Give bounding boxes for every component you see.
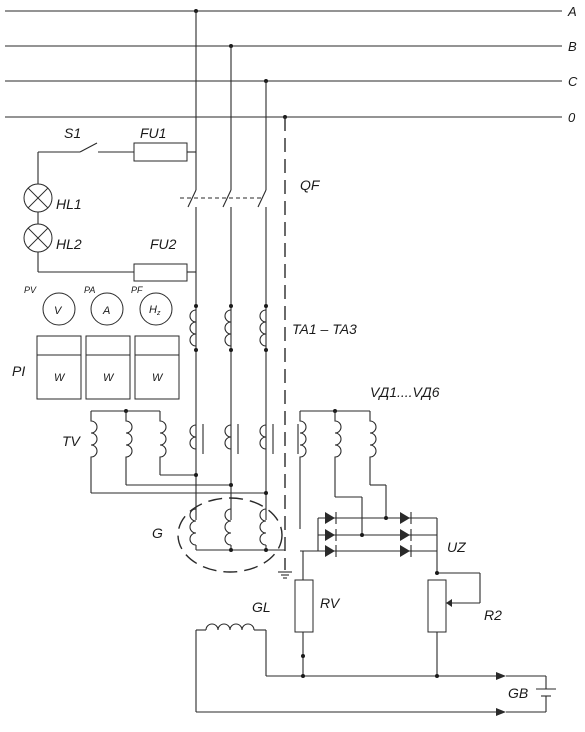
- r2-label: R2: [484, 607, 502, 623]
- voltmeter: [42, 292, 76, 326]
- diode-vd4: [400, 512, 412, 524]
- hl1-label: HL1: [56, 196, 82, 212]
- qf-blade-a: [187, 189, 197, 208]
- qf-blade-b: [222, 189, 232, 208]
- tv-label: TV: [62, 433, 82, 449]
- wattmeter-2: [85, 335, 131, 400]
- voltmeter-symbol: V: [54, 305, 63, 317]
- ct-ta3: [259, 309, 267, 347]
- busbars: A B C 0: [5, 4, 578, 125]
- qf-label: QF: [300, 177, 321, 193]
- phase-conductors: QF: [180, 11, 321, 570]
- wattmeter-3-symbol: W: [152, 372, 164, 384]
- diode-bridge-uz: UZ: [302, 512, 466, 580]
- pv-label: PV: [24, 285, 37, 295]
- wattmeter-1-symbol: W: [54, 372, 66, 384]
- fuse-fu1: [133, 142, 188, 162]
- lamp-circuit: S1 FU1 HL1 HL2 FU2: [23, 125, 196, 282]
- uz-label: UZ: [447, 539, 466, 555]
- arrow-positive: [496, 672, 506, 680]
- excitation-transformer: [189, 424, 299, 454]
- pf-label: PF: [131, 285, 143, 295]
- s1-label: S1: [64, 125, 81, 141]
- gl-label: GL: [252, 599, 271, 615]
- arrow-negative: [496, 708, 506, 716]
- bus-b-label: B: [568, 39, 577, 54]
- r2-wiper: [446, 599, 452, 607]
- pa-label: PA: [84, 285, 95, 295]
- resistor-rv: [294, 579, 314, 633]
- ct-ta2: [224, 309, 232, 347]
- wattmeter-2-symbol: W: [103, 372, 115, 384]
- wattmeter-1: [36, 335, 82, 400]
- gb-label: GB: [508, 685, 528, 701]
- fuse-fu2: [133, 263, 188, 282]
- resistor-r2: [427, 579, 447, 633]
- hl2-label: HL2: [56, 236, 82, 252]
- voltage-transformer-tv: TV: [62, 409, 268, 495]
- switch-s1: [79, 142, 98, 153]
- ta-label: TA1 – TA3: [292, 321, 357, 337]
- frequency-meter: [139, 292, 173, 326]
- excitation-circuit: RV R2 GL GB: [195, 571, 556, 716]
- generator-boundary: [177, 497, 283, 573]
- tv-winding-3: [159, 411, 167, 475]
- ammeter-symbol: A: [102, 305, 110, 317]
- fu2-label: FU2: [150, 236, 177, 252]
- generator-g: G: [152, 497, 292, 579]
- diode-vd5: [400, 529, 412, 541]
- frequency-symbol: Hz: [149, 304, 161, 317]
- tv-winding-1: [90, 411, 98, 493]
- bus-neutral-label: 0: [568, 110, 576, 125]
- vd-label: VД1....VД6: [370, 384, 440, 400]
- ammeter: [90, 292, 124, 326]
- diode-vd6: [400, 545, 412, 557]
- wattmeter-3: [134, 335, 180, 400]
- bus-a-label: A: [567, 4, 577, 19]
- qf-blade-c: [257, 189, 267, 208]
- g-label: G: [152, 525, 163, 541]
- tv-winding-2: [125, 411, 133, 485]
- diode-vd2: [325, 529, 337, 541]
- diode-vd3: [325, 545, 337, 557]
- rectifier-transformer: VД1....VД6: [299, 384, 440, 552]
- rv-label: RV: [320, 595, 341, 611]
- meter-panel: PV PA PF V A Hz W W W PI: [12, 285, 180, 400]
- pi-label: PI: [12, 363, 25, 379]
- bus-c-label: C: [568, 74, 578, 89]
- field-winding-gl: [205, 623, 255, 631]
- ct-ta1: [189, 309, 197, 347]
- diode-vd1: [325, 512, 337, 524]
- current-transformers: TA1 – TA3: [189, 304, 357, 352]
- fu1-label: FU1: [140, 125, 166, 141]
